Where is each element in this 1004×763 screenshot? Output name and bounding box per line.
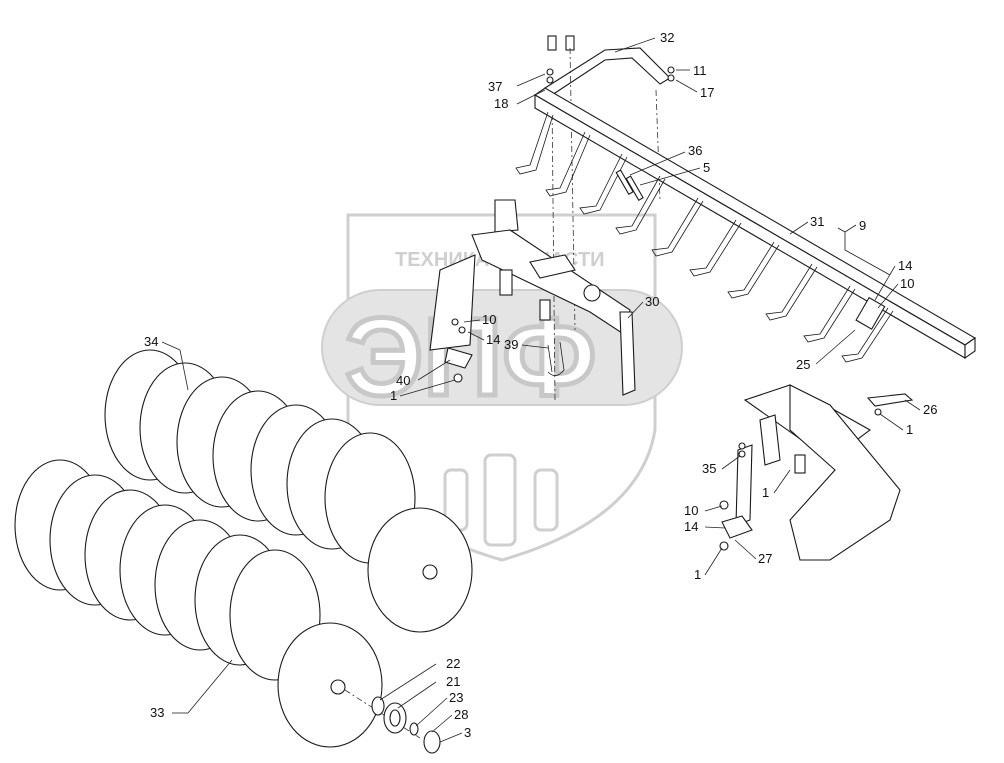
- callout-14-bracket: 14: [684, 519, 698, 534]
- callout-22: 22: [446, 656, 460, 671]
- callout-25: 25: [796, 357, 810, 372]
- callout-1-center: 1: [390, 388, 397, 403]
- callout-31: 31: [810, 214, 824, 229]
- callout-33: 33: [150, 705, 164, 720]
- callout-1-bracket: 1: [762, 485, 769, 500]
- callout-1-right: 1: [906, 422, 913, 437]
- callout-36: 36: [688, 143, 702, 158]
- callout-26: 26: [923, 402, 937, 417]
- callout-3: 3: [464, 725, 471, 740]
- leader-lines: [161, 37, 921, 743]
- callout-27: 27: [758, 551, 772, 566]
- callout-23: 23: [449, 690, 463, 705]
- callout-17: 17: [700, 85, 714, 100]
- tine-bar: [515, 87, 977, 363]
- callout-1-bottom: 1: [694, 567, 701, 582]
- callout-14-center: 14: [486, 332, 500, 347]
- disc-row-front: [14, 459, 421, 748]
- handle-frame: [544, 35, 675, 401]
- callout-35: 35: [702, 461, 716, 476]
- callout-21: 21: [446, 674, 460, 689]
- callout-5: 5: [703, 160, 710, 175]
- callout-30: 30: [645, 294, 659, 309]
- callout-10-center: 10: [482, 312, 496, 327]
- wheat-icon: [443, 453, 559, 547]
- callout-32: 32: [660, 30, 674, 45]
- callout-28: 28: [454, 707, 468, 722]
- callout-40: 40: [396, 373, 410, 388]
- disc-row-rear: [104, 349, 473, 633]
- callout-9: 9: [859, 218, 866, 233]
- callout-39: 39: [504, 337, 518, 352]
- callout-11: 11: [693, 63, 707, 78]
- callout-37: 37: [488, 79, 502, 94]
- callout-10-right: 10: [900, 276, 914, 291]
- hub-parts: [371, 696, 441, 754]
- callout-34: 34: [144, 334, 158, 349]
- callout-18: 18: [494, 96, 508, 111]
- callout-14-right: 14: [898, 258, 912, 273]
- callout-10-bracket: 10: [684, 503, 698, 518]
- callout-labels: 32 11 37 18 17 36 5 31 9 14 10 30 10 14 …: [144, 30, 937, 740]
- center-bracket: [429, 199, 636, 396]
- right-bracket: [719, 384, 914, 561]
